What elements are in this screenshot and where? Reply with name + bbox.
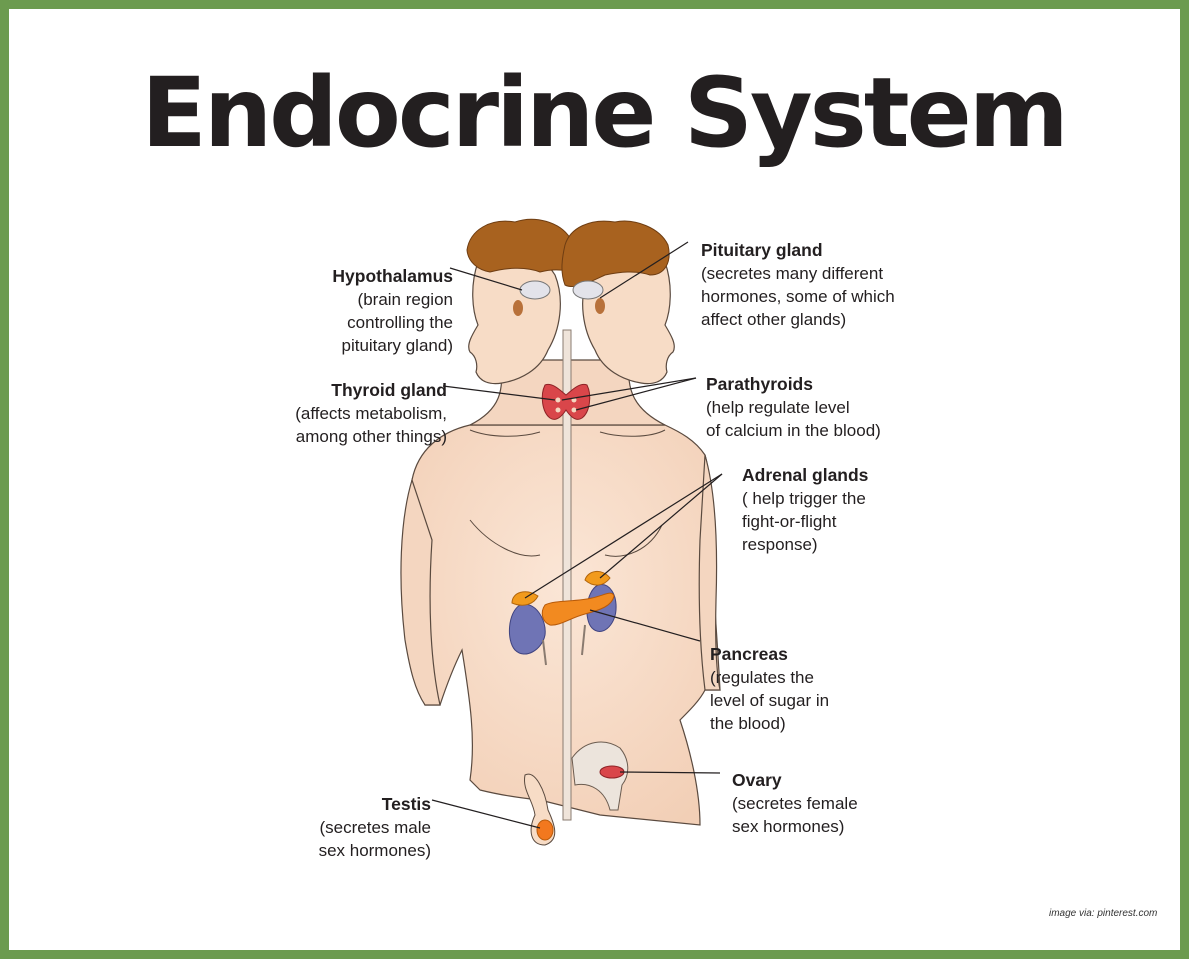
- label-parathyroids-desc: (help regulate level of calcium in the b…: [706, 396, 926, 442]
- label-ovary-title: Ovary: [732, 769, 912, 792]
- label-thyroid-title: Thyroid gland: [259, 379, 447, 402]
- label-parathyroids: Parathyroids (help regulate level of cal…: [706, 373, 926, 442]
- label-testis: Testis (secretes male sex hormones): [271, 793, 431, 862]
- label-ovary: Ovary (secretes female sex hormones): [732, 769, 912, 838]
- label-pancreas: Pancreas (regulates the level of sugar i…: [710, 643, 890, 735]
- label-pituitary: Pituitary gland (secretes many different…: [701, 239, 931, 331]
- label-thyroid: Thyroid gland (affects metabolism, among…: [259, 379, 447, 448]
- label-hypothalamus-title: Hypothalamus: [271, 265, 453, 288]
- endocrine-body-illustration: [9, 9, 1180, 950]
- label-pituitary-title: Pituitary gland: [701, 239, 931, 262]
- label-hypothalamus-desc: (brain region controlling the pituitary …: [271, 288, 453, 357]
- label-pancreas-title: Pancreas: [710, 643, 890, 666]
- label-pancreas-desc: (regulates the level of sugar in the blo…: [710, 666, 890, 735]
- label-pituitary-desc: (secretes many different hormones, some …: [701, 262, 931, 331]
- label-hypothalamus: Hypothalamus (brain region controlling t…: [271, 265, 453, 357]
- hypothalamus-region: [520, 281, 550, 299]
- label-parathyroids-title: Parathyroids: [706, 373, 926, 396]
- label-testis-title: Testis: [271, 793, 431, 816]
- label-ovary-desc: (secretes female sex hormones): [732, 792, 912, 838]
- label-adrenal: Adrenal glands ( help trigger the fight-…: [742, 464, 942, 556]
- label-thyroid-desc: (affects metabolism, among other things): [259, 402, 447, 448]
- image-credit: image via: pinterest.com: [1049, 908, 1157, 919]
- label-testis-desc: (secretes male sex hormones): [271, 816, 431, 862]
- label-adrenal-title: Adrenal glands: [742, 464, 942, 487]
- testis: [537, 820, 553, 840]
- pituitary-region: [573, 281, 603, 299]
- label-adrenal-desc: ( help trigger the fight-or-flight respo…: [742, 487, 942, 556]
